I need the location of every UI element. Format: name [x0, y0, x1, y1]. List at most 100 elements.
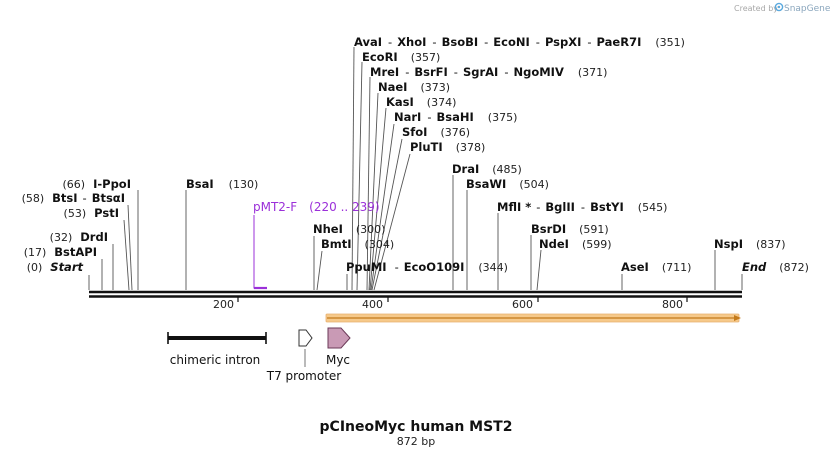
site-label: KasI: [386, 95, 414, 109]
svg-text:(53)PstI: (53) PstI: [64, 206, 119, 220]
site-position: (300): [356, 223, 386, 236]
svg-text:NarI-BsaHI(375): NarI-BsaHI(375): [394, 110, 517, 124]
site-label: PstI: [94, 206, 119, 220]
svg-text:(17)BstAPI: (17) BstAPI: [24, 245, 97, 259]
site-position: (32): [50, 231, 73, 244]
site-label: BglII: [545, 200, 575, 214]
site-label: SgrAI: [463, 65, 498, 79]
site-position: (0): [27, 261, 43, 274]
site-label: NarI: [394, 110, 421, 124]
site-bmti: BmtI(304): [321, 237, 394, 251]
site-bsrdi: BsrDI(591): [531, 222, 609, 236]
svg-text:(32)DrdI: (32) DrdI: [50, 230, 108, 244]
primer-range: (220 .. 239): [309, 200, 379, 214]
site-label: NaeI: [378, 80, 407, 94]
site-label: NdeI: [539, 237, 569, 251]
svg-text:PluTI(378): PluTI(378): [410, 140, 485, 154]
site-position: (344): [478, 261, 508, 274]
site-bstapi: (17) BstAPI: [24, 245, 97, 259]
tick-label: 800: [662, 298, 683, 311]
credit-brand: SnapGene: [784, 4, 831, 14]
site-label: BstAPI: [54, 245, 97, 259]
site-position: (17): [24, 246, 47, 259]
tick-label: 200: [213, 298, 234, 311]
site-position: (53): [64, 207, 87, 220]
svg-text:BmtI(304): BmtI(304): [321, 237, 394, 251]
site-position: (357): [411, 51, 441, 64]
site-label: PpuMI: [346, 260, 387, 274]
site-start: (0)Start: [27, 260, 84, 274]
ruler-ticks: 200 400 600 800: [213, 297, 688, 311]
svg-text:(0)Start: (0)Start: [27, 260, 84, 274]
svg-text:NheI(300): NheI (300): [313, 222, 385, 236]
svg-text:MreI-BsrFI-SgrAI-NgoMIV(371): MreI-BsrFI-SgrAI-NgoMIV(371): [370, 65, 607, 79]
site-label: End: [742, 260, 767, 274]
site-label: MreI: [370, 65, 399, 79]
site-position: (376): [440, 126, 470, 139]
primer-label: pMT2-F: [253, 200, 297, 214]
feature-label: T7 promoter: [266, 369, 342, 383]
svg-text:EcoRI(357): EcoRI (357): [362, 50, 440, 64]
site-pluti: PluTI(378): [410, 140, 485, 154]
site-label: BsaHI: [437, 110, 474, 124]
orf-arrow: [325, 313, 741, 323]
svg-text:(58)BtsI-BtsαI: (58)BtsI-BtsαI: [22, 191, 125, 205]
site-end: End(872): [742, 260, 809, 274]
site-position: (130): [229, 178, 259, 191]
site-label: EcoRI: [362, 50, 398, 64]
svg-text:PpuMI-EcoO109I(344): PpuMI-EcoO109I(344): [346, 260, 508, 274]
site-label: AvaI: [354, 35, 382, 49]
svg-text:BsaI(130): BsaI(130): [186, 177, 258, 191]
site-label: MflI *: [497, 200, 531, 214]
snapgene-credit: Created by SnapGene: [734, 2, 831, 14]
site-label: PaeR7I: [597, 35, 642, 49]
site-position: (837): [756, 238, 786, 251]
site-asei: AseI (711): [621, 260, 691, 274]
snapgene-logo-icon: [774, 2, 784, 12]
site-kasi: KasI (374): [386, 95, 456, 109]
site-label: PluTI: [410, 140, 443, 154]
site-label: BsoBI: [442, 35, 479, 49]
svg-text:BsaWI(504): BsaWI(504): [466, 177, 549, 191]
site-connectors: [88, 46, 743, 291]
site-nhei: NheI (300): [313, 222, 385, 236]
site-label: NheI: [313, 222, 343, 236]
site-drdi: (32) DrdI: [50, 230, 108, 244]
credit-prefix: Created by: [734, 4, 778, 13]
primer-pmt2-f: pMT2-F (220 .. 239): [253, 200, 380, 290]
site-bsawi: BsaWI(504): [466, 177, 549, 191]
site-position: (545): [638, 201, 668, 214]
svg-text:AseI(711): AseI (711): [621, 260, 691, 274]
site-label: PspXI: [545, 35, 581, 49]
feature-label: chimeric intron: [170, 353, 261, 367]
site-label: NspI: [714, 237, 743, 251]
site-label: BtsαI: [92, 191, 125, 205]
site-label: DrdI: [80, 230, 108, 244]
site-ecori: EcoRI (357): [362, 50, 440, 64]
site-naei: NaeI (373): [378, 80, 450, 94]
site-label: XhoI: [397, 35, 426, 49]
site-mrei: MreI-BsrFI-SgrAI-NgoMIV(371): [370, 65, 607, 79]
site-btsi: (58)BtsI-BtsαI: [22, 191, 125, 205]
site-label: EcoO109I: [404, 260, 465, 274]
site-sfoi: SfoI(376): [402, 125, 470, 139]
site-position: (374): [427, 96, 457, 109]
feature-chimeric-intron: chimeric intron: [167, 332, 267, 367]
svg-text:AvaI-XhoI-BsoBI-EcoNI-PspXI-Pa: AvaI-XhoI-BsoBI-EcoNI-PspXI-PaeR7I(351): [354, 35, 685, 49]
feature-myc: Myc: [326, 327, 351, 367]
map-title: pCIneoMyc human MST2: [320, 419, 513, 435]
site-bsai: BsaI(130): [186, 177, 258, 191]
site-label: AseI: [621, 260, 649, 274]
svg-text:SfoI(376): SfoI(376): [402, 125, 470, 139]
svg-text:NdeI(599): NdeI(599): [539, 237, 612, 251]
site-label: DraI: [452, 162, 479, 176]
site-position: (371): [578, 66, 608, 79]
site-position: (373): [420, 81, 450, 94]
svg-text:pMT2-F(220 .. 239): pMT2-F (220 .. 239): [253, 200, 380, 214]
svg-text:BsrDI(591): BsrDI(591): [531, 222, 609, 236]
feature-label: Myc: [326, 353, 350, 367]
site-position: (711): [662, 261, 692, 274]
map-subtitle: 872 bp: [397, 435, 435, 448]
site-label: BmtI: [321, 237, 352, 251]
